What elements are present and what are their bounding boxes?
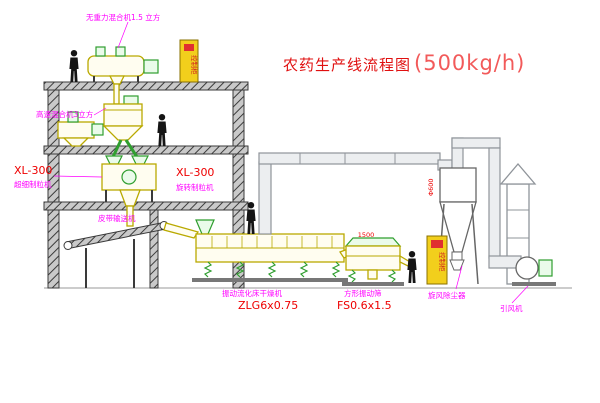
- high-speed-mixer: [102, 95, 144, 158]
- worker-figure: [69, 50, 79, 82]
- label-screen-model: FS0.6x1.5: [337, 299, 392, 312]
- auxiliary-mixer: [57, 111, 104, 147]
- label-cyclone: 旋风除尘器: [428, 290, 466, 300]
- indicator-light: [184, 44, 194, 51]
- label-dryer-model: ZLG6x0.75: [238, 299, 298, 312]
- control-cabinet-floor: 控制柜: [426, 235, 448, 285]
- label-screen-dimension: 1500: [358, 231, 375, 239]
- fan-motor: [538, 259, 553, 277]
- label-dryer-name: 振动流化床干燥机: [222, 288, 282, 298]
- label-granulator-right-model: XL-300: [176, 166, 214, 179]
- screen-bottom-outlet: [367, 269, 378, 280]
- vibrating-screen: [342, 237, 411, 286]
- vibration-springs: [203, 261, 341, 278]
- rain-cap: [499, 162, 537, 185]
- fan-scroll: [515, 256, 539, 280]
- zero-gravity-mixer: [87, 46, 159, 105]
- control-cabinet-roof: 控制柜: [179, 39, 199, 83]
- mixer-motor: [143, 59, 159, 74]
- leader-lines: [53, 21, 529, 304]
- dryer-base: [192, 278, 348, 282]
- label-granulator-left-name: 超细制粒机: [14, 179, 52, 189]
- label-duct-diameter: Φ600: [427, 178, 435, 196]
- worker-figure: [407, 251, 417, 283]
- label-belt-conveyor: 皮带输送机: [98, 213, 136, 223]
- label-granulator-right-name: 旋转制粒机: [176, 182, 214, 192]
- induced-draft-fan: [488, 255, 556, 286]
- screen-springs: [347, 269, 397, 283]
- rotary-valve: [449, 259, 465, 271]
- mixer-motor: [123, 95, 139, 105]
- label-granulator-left-model: XL-300: [14, 164, 52, 177]
- indicator-light: [431, 240, 443, 248]
- belt-conveyor: [63, 221, 200, 288]
- label-high-speed-mixer: 高速混合机3立方: [36, 109, 94, 119]
- worker-figure: [157, 114, 167, 146]
- title-capacity: (500kg/h): [414, 51, 525, 75]
- granulator: [101, 155, 157, 227]
- fluid-bed-dryer: [192, 219, 359, 282]
- title-main: 农药生产线流程图: [283, 56, 411, 74]
- cabinet-label: 控制柜: [190, 55, 199, 75]
- diagram-title: 农药生产线流程图(500kg/h): [283, 51, 525, 75]
- label-zero-gravity-mixer: 无重力混合机1.5 立方: [86, 12, 161, 22]
- label-screen-name: 方形振动筛: [344, 288, 382, 298]
- cabinet-label: 控制柜: [438, 252, 447, 272]
- exhaust-duct: [258, 152, 453, 235]
- label-fan: 引风机: [500, 303, 523, 313]
